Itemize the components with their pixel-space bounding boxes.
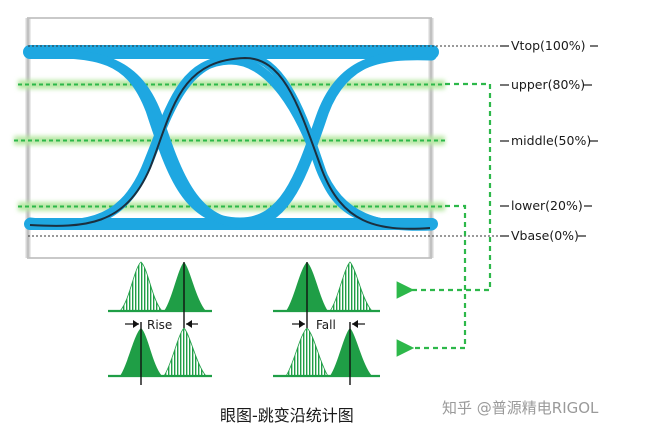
fall-label: Fall xyxy=(316,318,336,332)
watermark: 知乎 @普源精电RIGOL xyxy=(442,399,599,417)
label-middle: middle(50%) xyxy=(511,133,591,148)
label-vtop: Vtop(100%) xyxy=(511,38,586,53)
threshold-lower-band xyxy=(18,202,445,211)
threshold-middle-band xyxy=(14,136,445,145)
label-vbase: Vbase(0%) xyxy=(511,228,579,243)
rise-label: Rise xyxy=(147,318,172,332)
rise-histogram: Rise xyxy=(108,261,212,385)
label-dashes xyxy=(500,45,598,237)
single-trace xyxy=(29,56,431,230)
label-lower: lower(20%) xyxy=(511,198,583,213)
threshold-upper-band xyxy=(18,80,445,89)
figure-caption: 眼图-跳变沿统计图 xyxy=(220,406,354,425)
fall-histogram: Fall xyxy=(273,261,380,385)
label-upper: upper(80%) xyxy=(511,77,585,92)
lower-connector xyxy=(396,204,467,357)
upper-connector xyxy=(396,82,492,299)
